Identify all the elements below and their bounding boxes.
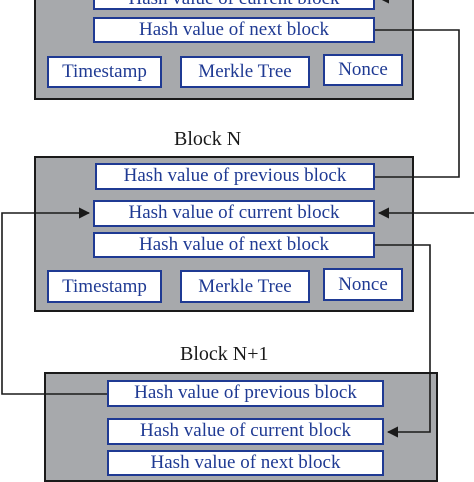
- block-n-merkle-tree-field: Merkle Tree: [180, 270, 310, 303]
- connector-n-next-to-n1-current: [375, 244, 431, 438]
- block-n-plus-1-previous-hash-field: Hash value of previous block: [107, 380, 384, 407]
- block-top-next-hash-field: Hash value of next block: [93, 17, 375, 43]
- block-n-plus-1-caption: Block N+1: [180, 343, 269, 365]
- block-top-nonce-field: Nonce: [323, 54, 403, 86]
- connector-top-next-to-n-previous: [375, 29, 460, 178]
- block-top-timestamp-field: Timestamp: [47, 56, 162, 88]
- block-n-timestamp-field: Timestamp: [47, 270, 162, 303]
- block-n-plus-1-current-hash-field: Hash value of current block: [107, 418, 384, 445]
- block-n-nonce-field: Nonce: [323, 268, 403, 301]
- block-top-current-hash-field: Hash value of current block: [93, 0, 375, 10]
- block-top-merkle-tree-field: Merkle Tree: [180, 56, 310, 88]
- connector-n1-previous-to-n-current: [1, 207, 107, 395]
- block-n-previous-hash-field: Hash value of previous block: [95, 163, 375, 190]
- block-n-caption: Block N: [174, 128, 242, 150]
- block-n-current-hash-field: Hash value of current block: [93, 200, 375, 227]
- block-n-next-hash-field: Hash value of next block: [93, 232, 375, 258]
